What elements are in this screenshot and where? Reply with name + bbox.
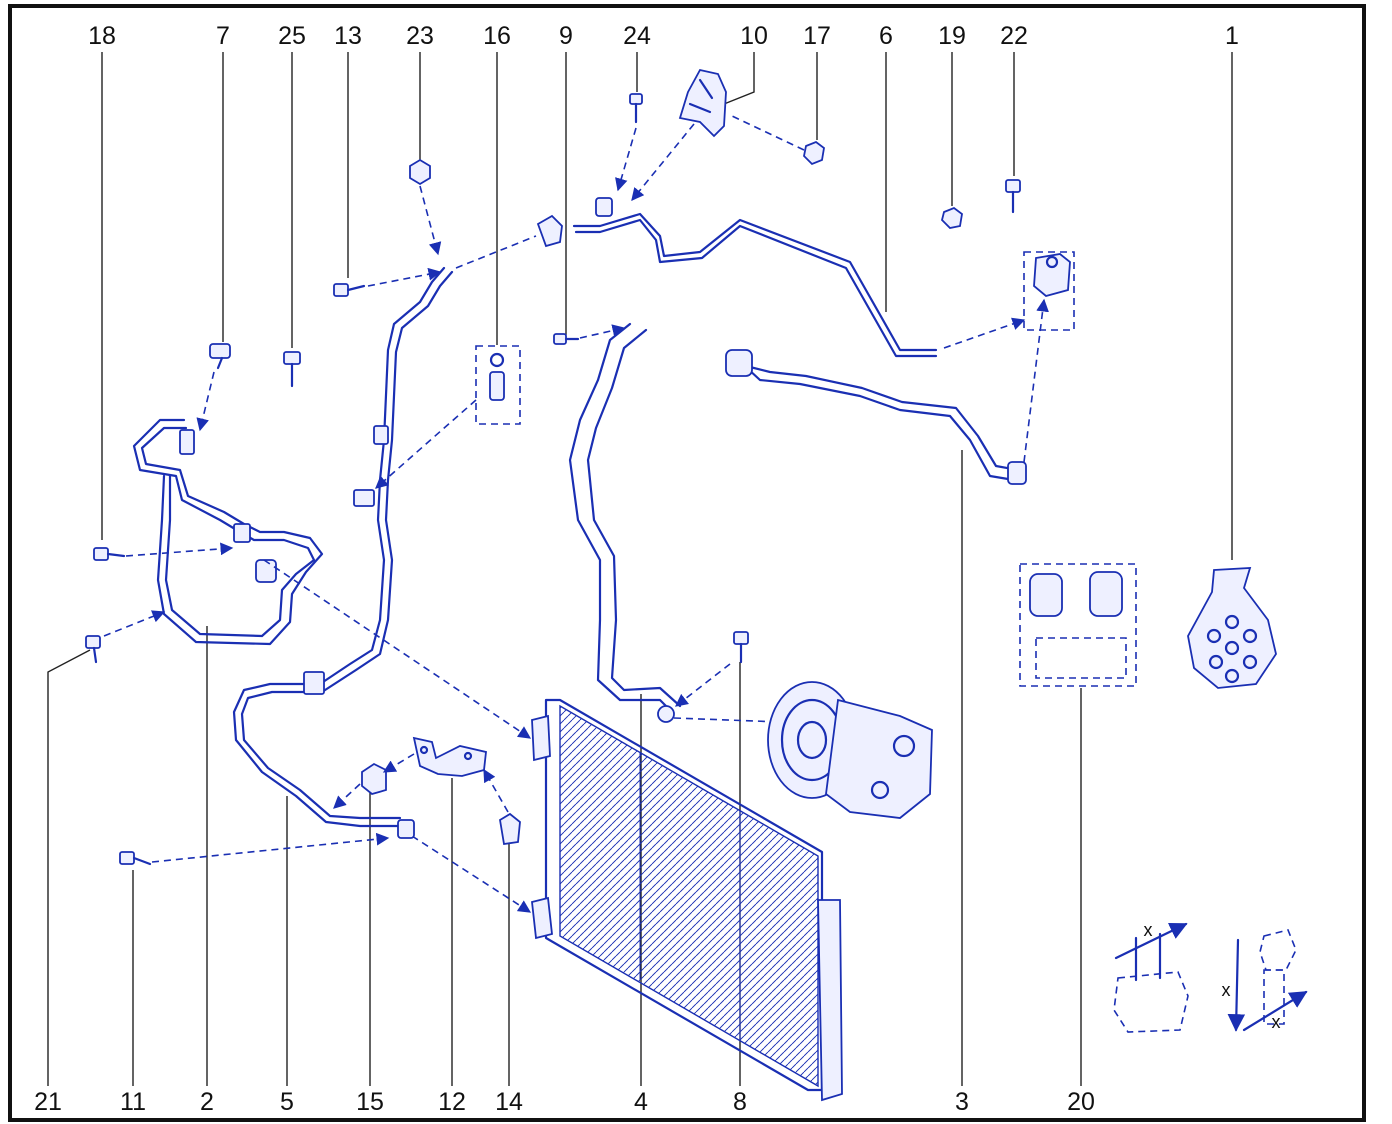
pressure-switch-part-15	[361, 762, 387, 795]
diagram-frame	[8, 4, 1366, 1122]
expansion-valve	[1023, 251, 1075, 331]
callout-3: 3	[955, 1088, 969, 1116]
bolt-part-7	[209, 343, 231, 370]
callout-13: 13	[334, 22, 362, 50]
caps-kit-part-20	[1019, 563, 1137, 687]
callout-25: 25	[278, 22, 306, 50]
bolt-part-18	[93, 547, 126, 561]
dimension-label-bolt: x	[1272, 1012, 1281, 1032]
callout-2: 2	[200, 1088, 214, 1116]
bracket-part-10	[678, 68, 727, 138]
callout-9: 9	[559, 22, 573, 50]
callout-1: 1	[1225, 22, 1239, 50]
top-callouts: 18 7 25 13 23 16 9 24 10 17 6 19 22 1	[88, 22, 1239, 560]
callout-18: 18	[88, 22, 116, 50]
condenser	[531, 698, 843, 1102]
dimension-label-nut: x	[1144, 920, 1153, 940]
callout-6: 6	[879, 22, 893, 50]
dimension-label-height: x	[1222, 980, 1231, 1000]
callout-4: 4	[634, 1088, 648, 1116]
nut-part-23	[409, 158, 431, 186]
pipe-part-6	[572, 212, 938, 352]
bolt-part-9	[553, 333, 580, 345]
nut-part-19	[941, 206, 963, 229]
callout-16: 16	[483, 22, 511, 50]
callout-11: 11	[120, 1088, 146, 1116]
bolt-part-11	[119, 851, 152, 866]
bolt-part-25	[283, 351, 301, 388]
callout-5: 5	[280, 1088, 294, 1116]
bottom-callouts: 21 11 2 5 15 12 14 4 8 3 20	[34, 450, 1095, 1116]
pipe-part-2	[132, 418, 316, 638]
callout-12: 12	[438, 1088, 466, 1116]
callout-8: 8	[733, 1088, 747, 1116]
callout-17: 17	[803, 22, 831, 50]
hose-part-3	[732, 354, 1016, 482]
bolt-part-21	[85, 635, 101, 664]
callout-23: 23	[406, 22, 434, 50]
nut-part-17	[803, 140, 825, 166]
callout-7: 7	[216, 22, 230, 50]
callout-10: 10	[740, 22, 768, 50]
callout-22: 22	[1000, 22, 1028, 50]
callout-21: 21	[34, 1088, 62, 1116]
pipe-long-left	[232, 266, 446, 828]
callout-24: 24	[623, 22, 651, 50]
compressor	[767, 681, 933, 819]
grommet	[536, 214, 563, 248]
callout-20: 20	[1067, 1088, 1095, 1116]
grommet-part-14	[499, 812, 521, 846]
dimension-detail: x x x	[1113, 920, 1308, 1033]
callout-14: 14	[495, 1088, 523, 1116]
bolt-part-22	[1005, 179, 1021, 214]
bolt-part-13	[333, 283, 366, 297]
callout-15: 15	[356, 1088, 384, 1116]
bracket-part-12	[412, 736, 487, 777]
callout-19: 19	[938, 22, 966, 50]
seal-bag-part-1	[1187, 567, 1277, 689]
hose-part-4	[568, 322, 674, 714]
bolt-part-8	[733, 631, 749, 664]
bolt-part-24	[629, 93, 643, 124]
valve-kit-part-16	[475, 345, 521, 425]
